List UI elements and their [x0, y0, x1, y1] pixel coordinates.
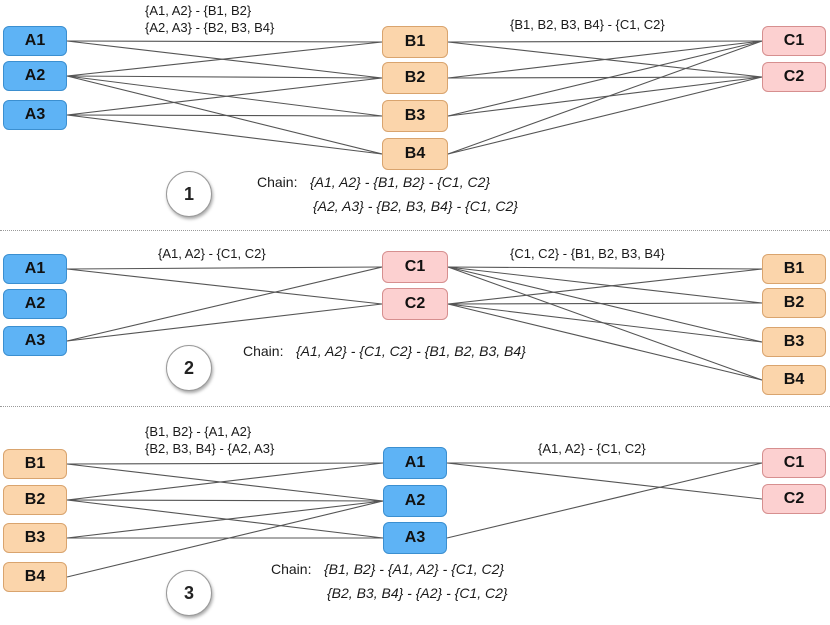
panel2-node-b3: B3 [762, 327, 826, 357]
panel3-edge-a1-c2 [446, 462, 763, 500]
panel1-edge-a2-b1 [66, 41, 383, 77]
panel1-edge-b2-c1 [447, 40, 763, 79]
panel3-node-a3: A3 [383, 522, 447, 554]
panel1-chain-label: Chain: [257, 174, 298, 190]
panel1-edge-b3-c1 [447, 40, 763, 117]
panel3-edge-label-1: {B1, B2} - {A1, A2} [145, 424, 252, 439]
panel1-badge: 1 [166, 171, 212, 217]
panel1-node-b4: B4 [382, 138, 448, 170]
panel3-edge-b1-a2 [66, 463, 384, 502]
panel2-node-c1: C1 [382, 251, 448, 283]
panel3-edge-b3-a2 [66, 500, 384, 539]
panel1-chain-2: {A2, A3} - {B2, B3, B4} - {C1, C2} [313, 198, 518, 214]
panel2-node-b4: B4 [762, 365, 826, 395]
panel1-node-b3: B3 [382, 100, 448, 132]
panel1-node-b1: B1 [382, 26, 448, 58]
panel2-edge-c1-b2 [447, 266, 763, 304]
panel2-edge-c1-b1 [447, 266, 763, 270]
panel1-edge-a3-b2 [66, 77, 383, 116]
panel1-edge-b4-c2 [447, 76, 763, 155]
panel1-node-c1: C1 [762, 26, 826, 56]
panel1-node-b2: B2 [382, 62, 448, 94]
panel-divider [0, 230, 830, 231]
panel-divider [0, 406, 830, 407]
panel1-chain-1: {A1, A2} - {B1, B2} - {C1, C2} [310, 174, 491, 190]
panel2-chain-label: Chain: [243, 343, 284, 359]
panel1-edge-b3-c2 [447, 76, 763, 117]
panel3-edge-label-3: {A1, A2} - {C1, C2} [538, 441, 646, 456]
panel2-edge-c2-b3 [447, 303, 763, 343]
panel3-edge-b4-a2 [66, 500, 384, 578]
panel2-edge-a1-c2 [66, 268, 383, 305]
panel2-edge-label-2: {C1, C2} - {B1, B2, B3, B4} [510, 246, 665, 261]
panel3-badge: 3 [166, 570, 212, 616]
panel3-node-a2: A2 [383, 485, 447, 517]
panel2-edge-c2-b1 [447, 268, 763, 305]
panel2-node-b2: B2 [762, 288, 826, 318]
panel3-edge-label-2: {B2, B3, B4} - {A2, A3} [145, 441, 275, 456]
panel1-edge-b4-c1 [447, 40, 763, 155]
panel2-edge-a1-c1 [66, 266, 383, 270]
panel1-edge-a1-b1 [66, 40, 383, 43]
panel3-node-c1: C1 [762, 448, 826, 478]
panel1-node-c2: C2 [762, 62, 826, 92]
panel3-edge-b2-a2 [66, 499, 384, 502]
panel2-node-c2: C2 [382, 288, 448, 320]
panel2-edge-c2-b4 [447, 303, 763, 381]
panel2-edge-a3-c2 [66, 303, 383, 342]
panel2-chain-1: {A1, A2} - {C1, C2} - {B1, B2, B3, B4} [296, 343, 526, 359]
panel1-edge-a3-b3 [66, 114, 383, 117]
panel1-edge-label-2: {A2, A3} - {B2, B3, B4} [145, 20, 275, 35]
panel2-edge-label-1: {A1, A2} - {C1, C2} [158, 246, 266, 261]
panel1-edge-a2-b2 [66, 75, 383, 79]
panel1-node-a2: A2 [3, 61, 67, 91]
panel2-node-b1: B1 [762, 254, 826, 284]
panel3-chain-1: {B1, B2} - {A1, A2} - {C1, C2} [324, 561, 505, 577]
panel2-node-a2: A2 [3, 289, 67, 319]
panel3-node-b1: B1 [3, 449, 67, 479]
panel3-edge-b2-a1 [66, 462, 384, 501]
panel2-edge-c2-b2 [447, 302, 763, 305]
panel3-node-c2: C2 [762, 484, 826, 514]
panel1-edge-label-1: {A1, A2} - {B1, B2} [145, 3, 252, 18]
panel3-node-b3: B3 [3, 523, 67, 553]
panel2-edge-a3-c1 [66, 266, 383, 342]
panel3-node-b2: B2 [3, 485, 67, 515]
panel2-node-a1: A1 [3, 254, 67, 284]
panel1-edge-b2-c2 [447, 76, 763, 79]
panel3-node-b4: B4 [3, 562, 67, 592]
panel1-edge-a3-b4 [66, 114, 383, 155]
panel2-badge: 2 [166, 345, 212, 391]
panel3-chain-label: Chain: [271, 561, 312, 577]
panel1-node-a1: A1 [3, 26, 67, 56]
panel1-edge-label-3: {B1, B2, B3, B4} - {C1, C2} [510, 17, 665, 32]
panel1-edge-b1-c1 [447, 40, 763, 43]
panel3-edge-a3-c1 [446, 462, 763, 539]
panel3-node-a1: A1 [383, 447, 447, 479]
panel2-node-a3: A3 [3, 326, 67, 356]
panel1-node-a3: A3 [3, 100, 67, 130]
panel2-edge-c1-b3 [447, 266, 763, 343]
panel3-edge-b1-a1 [66, 462, 384, 465]
panel3-chain-2: {B2, B3, B4} - {A2} - {C1, C2} [327, 585, 508, 601]
